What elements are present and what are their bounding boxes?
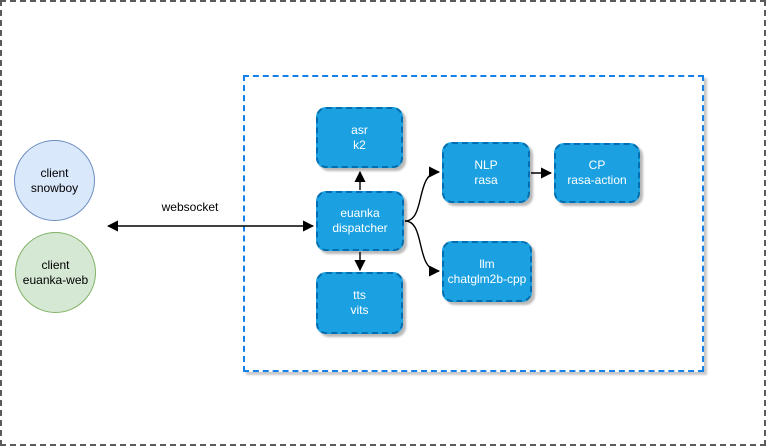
node-nlp-rasa[interactable]: NLP rasa (442, 142, 530, 203)
node-label-line: snowboy (30, 180, 79, 195)
node-label-line: client (40, 165, 69, 180)
node-label-line: client (41, 257, 70, 272)
node-label: euanka dispatcher (332, 206, 387, 236)
node-label: client snowboy (31, 166, 78, 196)
node-label-line: llm (479, 256, 495, 271)
node-label-line: CP (588, 158, 606, 172)
node-label: llm chatglm2b-cpp (448, 257, 527, 287)
node-label-line: vits (350, 303, 369, 317)
node-label-line: euanka-web (22, 272, 89, 287)
node-label-line: dispatcher (332, 221, 388, 235)
node-label-line: tts (353, 288, 366, 302)
node-cp-rasa-action[interactable]: CP rasa-action (554, 143, 640, 203)
node-asr-k2[interactable]: asr k2 (316, 107, 403, 168)
node-label: tts vits (351, 288, 369, 318)
node-label-line: euanka (340, 206, 380, 220)
node-client-snowboy[interactable]: client snowboy (14, 140, 95, 221)
services-boundary-box[interactable] (243, 75, 704, 372)
node-label-line: rasa (474, 172, 498, 187)
node-label-line: k2 (353, 137, 366, 152)
node-tts-vits[interactable]: tts vits (316, 272, 403, 334)
node-label-line: asr (351, 122, 368, 137)
node-label-line: chatglm2b-cpp (447, 271, 527, 286)
node-label: NLP rasa (474, 158, 497, 188)
node-label-line: NLP (474, 157, 498, 172)
node-label: asr k2 (351, 123, 368, 153)
node-label: client euanka-web (23, 258, 88, 288)
node-euanka-dispatcher[interactable]: euanka dispatcher (316, 191, 404, 251)
node-label: CP rasa-action (567, 158, 626, 188)
edge-label-websocket: websocket (152, 200, 228, 214)
node-client-euanka-web[interactable]: client euanka-web (15, 232, 96, 313)
node-label-line: rasa-action (567, 173, 627, 187)
node-llm-chatglm2b-cpp[interactable]: llm chatglm2b-cpp (442, 241, 532, 302)
